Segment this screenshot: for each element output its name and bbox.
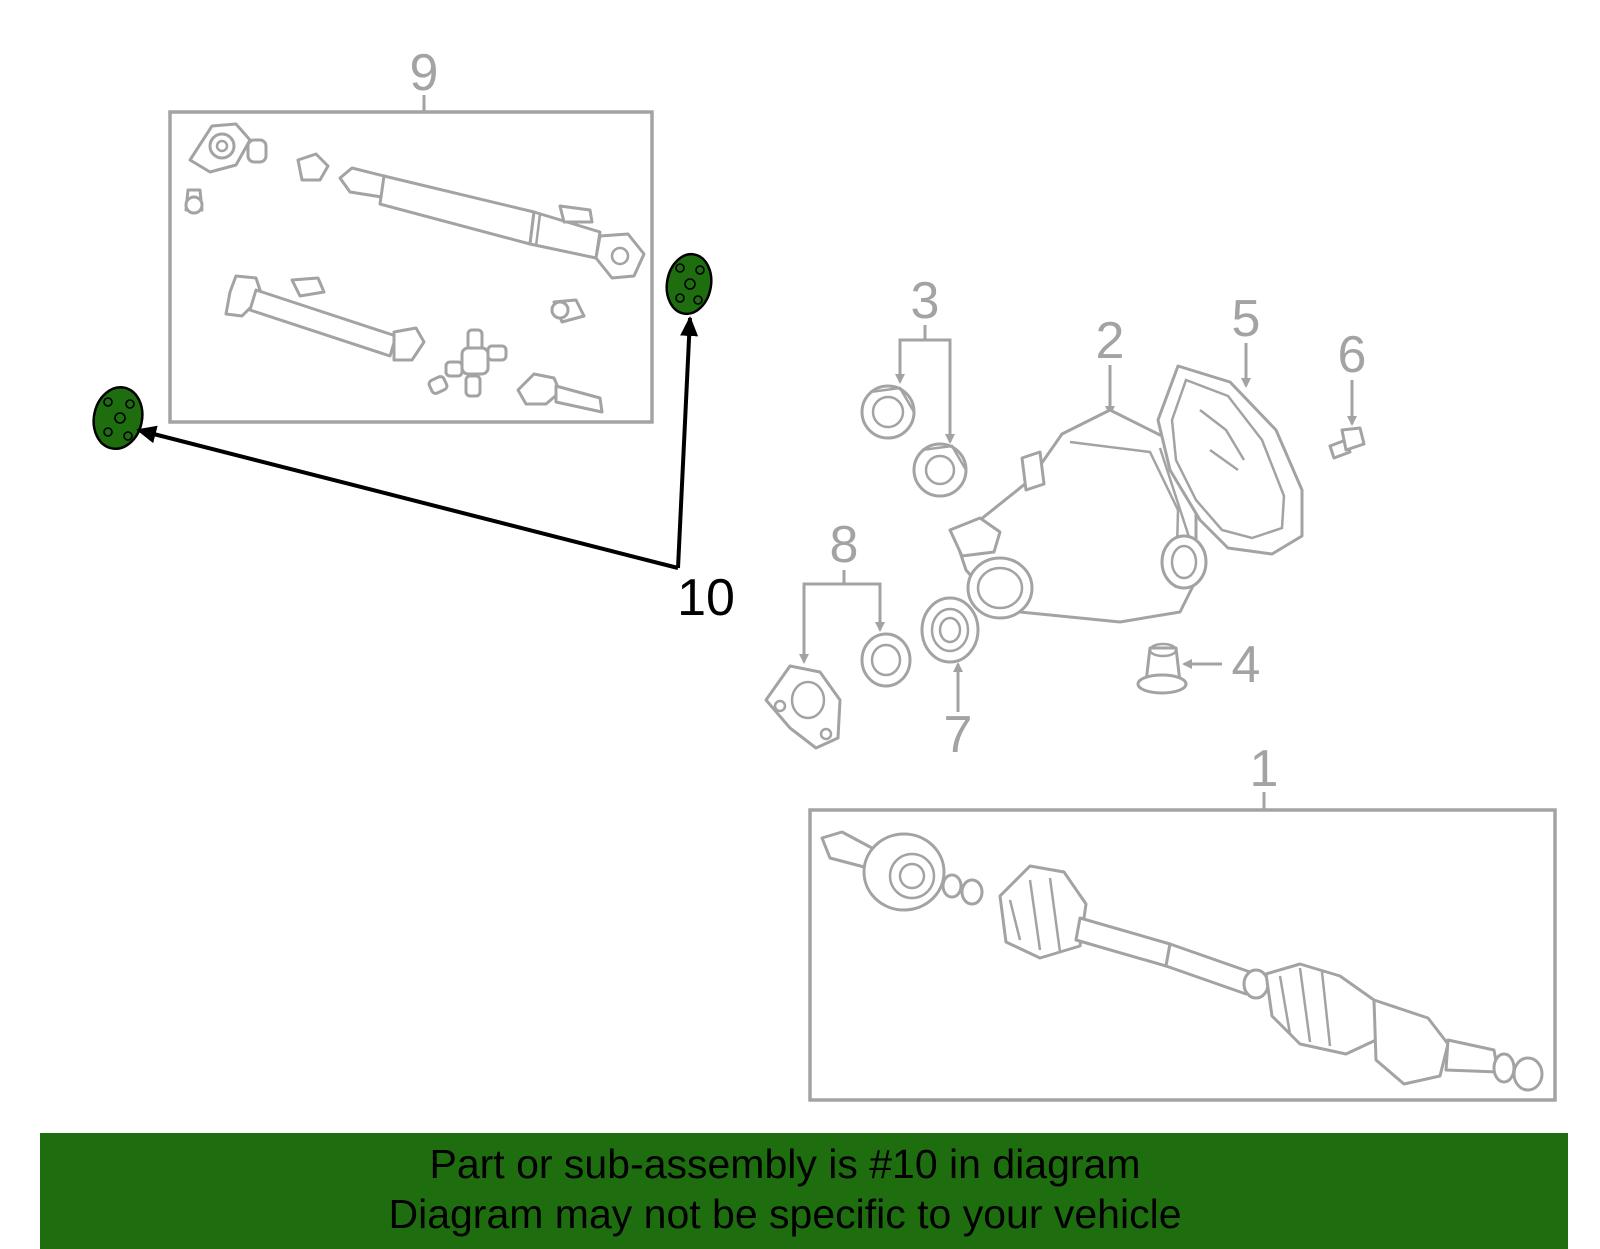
callout-box-1 xyxy=(808,808,1557,1102)
banner-line-2: Diagram may not be specific to your vehi… xyxy=(388,1191,1182,1237)
info-banner: Part or sub-assembly is #10 in diagram D… xyxy=(40,1133,1568,1249)
bearing-group-3: 3 xyxy=(860,272,968,498)
callout-8: 8 xyxy=(830,516,859,574)
callout-9: 9 xyxy=(410,44,439,102)
leader-10-left xyxy=(136,425,679,570)
callout-10: 10 xyxy=(677,569,735,627)
universal-joint-part xyxy=(427,328,508,398)
callout-3: 3 xyxy=(911,272,940,330)
callout-box-9 xyxy=(168,110,654,424)
cover-part-5: 5 xyxy=(1156,290,1304,556)
seal-8-part xyxy=(860,632,912,688)
callout-4: 4 xyxy=(1232,636,1261,694)
banner-line-1: Part or sub-assembly is #10 in diagram xyxy=(429,1141,1141,1187)
propeller-shaft-assembly-group: 9 xyxy=(168,44,654,424)
bearing-3a-part xyxy=(860,384,916,440)
banner-text: Part or sub-assembly is #10 in diagram D… xyxy=(40,1139,1530,1239)
upper-drive-shaft-part xyxy=(296,152,646,280)
callout-2: 2 xyxy=(1096,312,1125,370)
axle-shaft-assembly-group: 1 xyxy=(808,740,1557,1102)
differential-carrier-part: 2 xyxy=(948,312,1208,624)
slip-yoke-part xyxy=(516,372,604,414)
highlighted-part-10: 10 xyxy=(92,252,735,627)
callout-7: 7 xyxy=(944,706,973,764)
bolt-part-6: 6 xyxy=(1328,326,1367,460)
plug-part-4: 4 xyxy=(1136,636,1261,695)
callout-1: 1 xyxy=(1250,740,1279,798)
front-flange-part xyxy=(184,122,268,215)
flange-group-8: 8 xyxy=(764,516,912,750)
highlight-disc-right xyxy=(665,252,713,316)
leader-10-right xyxy=(676,316,699,569)
companion-flange-8-part xyxy=(764,664,842,750)
seal-part-7: 7 xyxy=(920,596,980,764)
lower-drive-shaft-part xyxy=(224,274,586,362)
highlight-disc-left xyxy=(92,386,144,450)
callout-5: 5 xyxy=(1232,290,1261,348)
axle-shaft-part xyxy=(820,830,1544,1092)
bearing-3b-part xyxy=(912,442,968,498)
callout-6: 6 xyxy=(1338,326,1367,384)
